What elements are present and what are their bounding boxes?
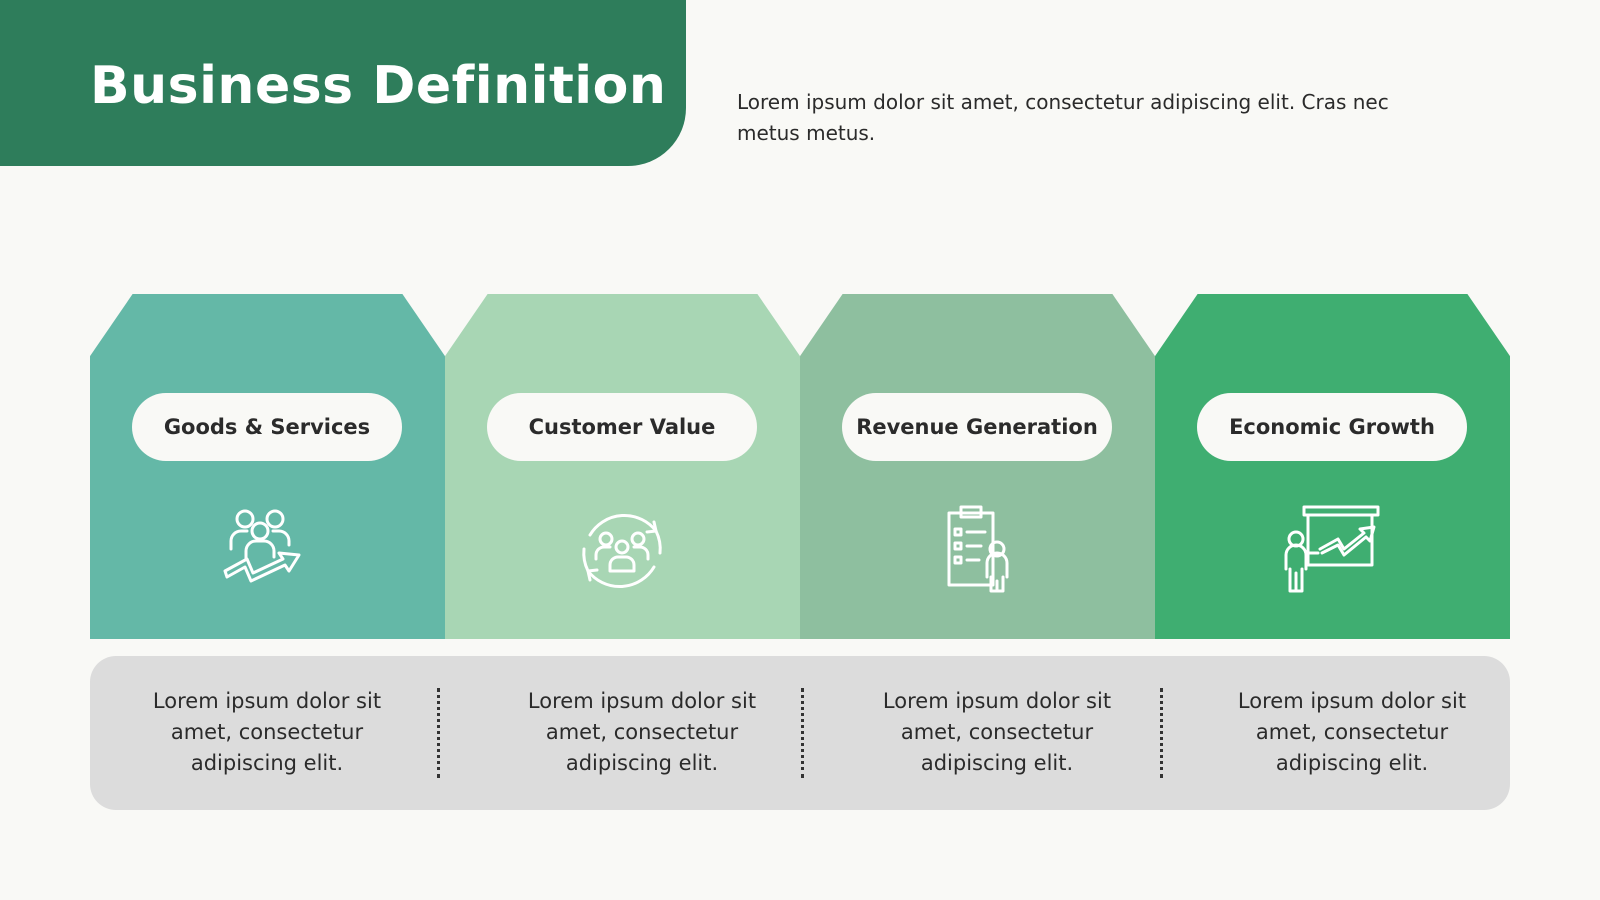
title-banner: Business Definition bbox=[0, 0, 686, 166]
stage-description-goods-services: Lorem ipsum dolor sit amet, consectetur … bbox=[152, 689, 382, 775]
stage-customer-value: Customer Value bbox=[445, 294, 800, 639]
intro-text: Lorem ipsum dolor sit amet, consectetur … bbox=[737, 90, 1389, 145]
customer-cycle-icon bbox=[572, 501, 672, 601]
page-title: Business Definition bbox=[90, 56, 667, 116]
stage-description-customer-value: Lorem ipsum dolor sit amet, consectetur … bbox=[527, 689, 757, 775]
people-growth-arrow-icon bbox=[217, 501, 317, 601]
dotted-divider bbox=[801, 688, 804, 778]
stage-description-revenue-generation: Lorem ipsum dolor sit amet, consectetur … bbox=[882, 689, 1112, 775]
stage-label-customer-value: Customer Value bbox=[487, 393, 757, 461]
dotted-divider bbox=[437, 688, 440, 778]
stage-economic-growth: Economic Growth bbox=[1155, 294, 1510, 639]
checklist-person-icon bbox=[927, 501, 1027, 601]
stage-label-goods-services: Goods & Services bbox=[132, 393, 402, 461]
dotted-divider bbox=[1160, 688, 1163, 778]
stage-goods-services: Goods & Services bbox=[90, 294, 445, 639]
description-panel: Lorem ipsum dolor sit amet, consectetur … bbox=[90, 656, 1510, 810]
stage-revenue-generation: Revenue Generation bbox=[800, 294, 1155, 639]
stage-label-economic-growth: Economic Growth bbox=[1197, 393, 1467, 461]
stage-label-revenue-generation: Revenue Generation bbox=[842, 393, 1112, 461]
stage-description-economic-growth: Lorem ipsum dolor sit amet, consectetur … bbox=[1237, 689, 1467, 775]
presentation-growth-icon bbox=[1282, 501, 1382, 601]
